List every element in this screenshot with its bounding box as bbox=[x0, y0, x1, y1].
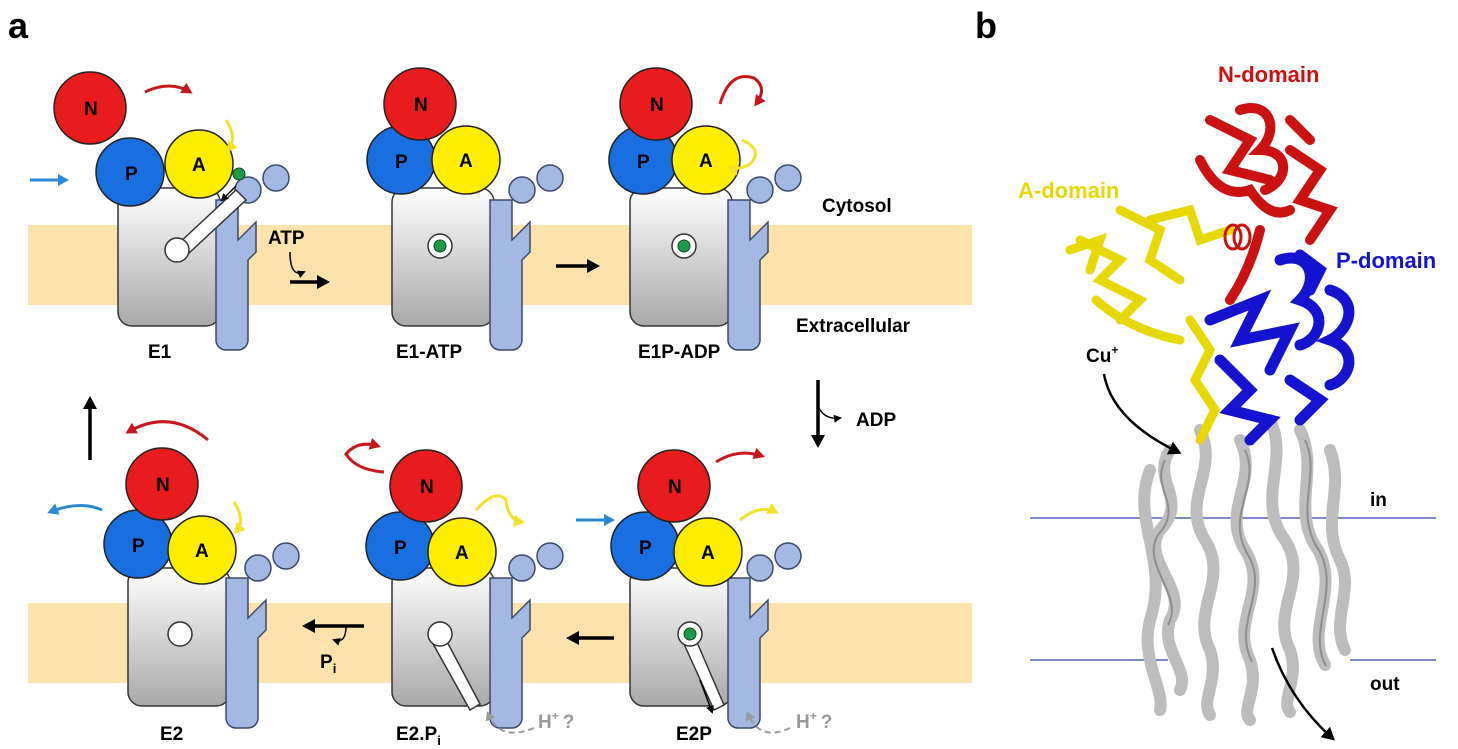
ion bbox=[677, 239, 691, 253]
proton-label: H+? bbox=[538, 709, 574, 733]
p-label: P bbox=[132, 536, 145, 557]
a-domain-label: A-domain bbox=[1018, 178, 1119, 203]
n-domain bbox=[383, 67, 457, 141]
ion-exit-arrow bbox=[699, 679, 714, 714]
a-rotation-arrow bbox=[224, 119, 238, 153]
a-label: A bbox=[699, 151, 713, 172]
state-e2p: N P A E2P H+? bbox=[576, 447, 832, 745]
n-domain bbox=[619, 67, 693, 141]
adp-label: ADP bbox=[856, 410, 896, 431]
state-e2: N P A E2 bbox=[47, 420, 300, 745]
n-label: N bbox=[414, 95, 428, 116]
a-label: A bbox=[455, 543, 469, 564]
cytosol-label: Cytosol bbox=[822, 196, 892, 217]
state-label-e1-atp: E1-ATP bbox=[396, 342, 462, 363]
proton-label: H+? bbox=[796, 709, 832, 733]
a-rotation-arrow bbox=[727, 138, 757, 176]
proton-entry-arrow bbox=[745, 711, 791, 734]
a-domain bbox=[431, 125, 501, 195]
state-e1p-adp: N P A E1P-ADP bbox=[608, 67, 802, 363]
state-label-e1p-adp: E1P-ADP bbox=[638, 342, 721, 363]
p-label: P bbox=[394, 538, 407, 559]
membrane-in-label: in bbox=[1370, 490, 1387, 511]
membrane-out-label: out bbox=[1370, 674, 1400, 695]
tm-domain-structure bbox=[1138, 414, 1351, 726]
a-rotation-arrow bbox=[474, 494, 525, 527]
a-rotation-arrow bbox=[232, 501, 246, 535]
n-domain bbox=[53, 71, 127, 145]
ion-entry-arrow bbox=[220, 185, 237, 202]
extracellular-label: Extracellular bbox=[796, 316, 911, 337]
proton-entry-arrow bbox=[485, 711, 535, 734]
a-rotation-arrow bbox=[739, 503, 779, 522]
structure-panel: N-domain A-domain P-domain Cu+ in out bbox=[1018, 62, 1436, 741]
p-label: P bbox=[639, 538, 652, 559]
n-domain-structure bbox=[1195, 103, 1338, 305]
panel-label-b: b bbox=[975, 5, 997, 46]
p-domain-label: P-domain bbox=[1336, 248, 1436, 273]
n-domain bbox=[637, 449, 711, 523]
p-label: P bbox=[125, 164, 138, 185]
ion-site bbox=[167, 621, 193, 647]
pi-release-arrow bbox=[332, 625, 347, 646]
ion-site bbox=[427, 621, 453, 647]
a-domain-structure bbox=[1065, 204, 1235, 445]
state-label-e1: E1 bbox=[148, 342, 172, 363]
n-rotation-arrow bbox=[715, 447, 765, 464]
state-e1-atp: N P A E1-ATP bbox=[366, 67, 564, 363]
n-label: N bbox=[650, 95, 664, 116]
ion bbox=[433, 239, 447, 253]
state-label-e2-pi: E2.Pi bbox=[396, 724, 441, 748]
ion bbox=[232, 167, 246, 181]
n-domain bbox=[389, 449, 463, 523]
state-e1: N P A E1 bbox=[30, 71, 290, 363]
state-e2-pi: N P A E2.Pi H+? bbox=[344, 437, 574, 748]
state-label-e2: E2 bbox=[160, 724, 183, 745]
ion bbox=[683, 627, 697, 641]
cu-entry-arrow bbox=[1102, 373, 1182, 455]
p-label: P bbox=[637, 152, 650, 173]
n-label: N bbox=[84, 99, 98, 120]
atp-binding-arrow bbox=[289, 251, 306, 279]
a-label: A bbox=[192, 155, 206, 176]
a-domain bbox=[673, 517, 743, 587]
n-rotation-arrow bbox=[125, 420, 209, 442]
a-domain bbox=[167, 515, 237, 585]
n-rotation-arrow bbox=[344, 437, 385, 474]
atp-label: ATP bbox=[268, 228, 305, 249]
a-label: A bbox=[195, 541, 209, 562]
p-domain bbox=[95, 137, 165, 207]
a-domain bbox=[671, 125, 741, 195]
cu-label: Cu+ bbox=[1086, 343, 1118, 367]
a-domain bbox=[427, 517, 497, 587]
pi-label: Pi bbox=[320, 652, 336, 676]
p-domain-structure bbox=[1204, 249, 1355, 446]
n-domain bbox=[125, 447, 199, 521]
adp-release-arrow bbox=[817, 405, 842, 423]
n-label: N bbox=[420, 477, 434, 498]
a-label: A bbox=[701, 543, 715, 564]
a-domain bbox=[164, 129, 234, 199]
p-label: P bbox=[395, 152, 408, 173]
a-label: A bbox=[459, 151, 473, 172]
n-label: N bbox=[156, 475, 170, 496]
ion-site bbox=[164, 237, 190, 263]
n-rotation-arrow bbox=[144, 82, 193, 94]
n-rotation-arrow bbox=[718, 75, 766, 107]
p-move-arrow bbox=[47, 503, 103, 515]
state-label-e2p: E2P bbox=[676, 724, 712, 745]
n-domain-label: N-domain bbox=[1218, 62, 1319, 87]
n-label: N bbox=[668, 477, 682, 498]
cu-exit-arrow bbox=[1270, 647, 1335, 741]
panel-label-a: a bbox=[8, 5, 29, 46]
